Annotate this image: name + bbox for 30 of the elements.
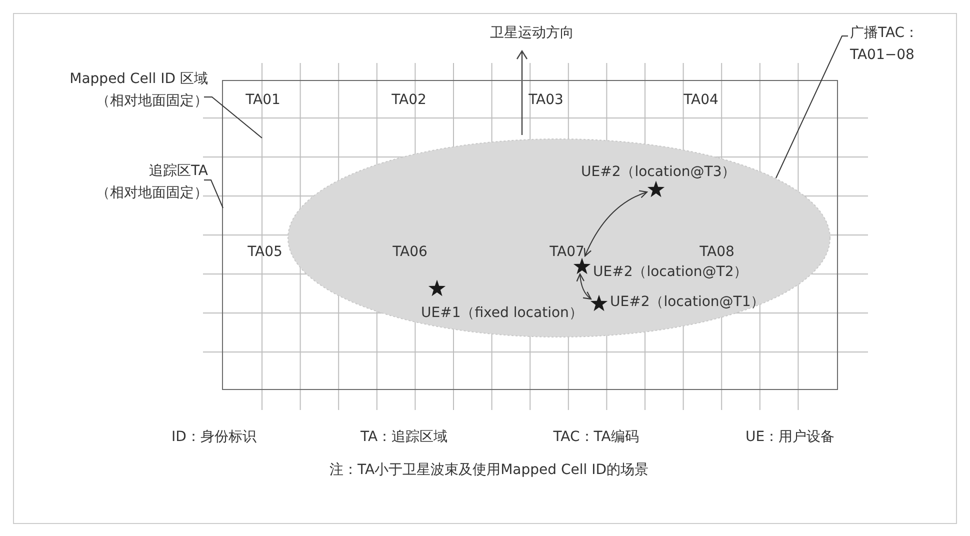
leader-line [204, 180, 224, 208]
area-label: TA03 [528, 91, 564, 109]
ue-label: UE#2（location@T1） [610, 293, 765, 311]
arrow [584, 190, 648, 257]
leader-line [776, 36, 848, 178]
area-label: TA02 [392, 91, 426, 109]
area-label: TA08 [700, 243, 734, 261]
ue-label: UE#2（location@T3） [581, 163, 736, 181]
leader-line [204, 96, 262, 138]
abbreviation-note: ID：身份标识 [172, 428, 256, 446]
abbreviation-note: TA：追踪区域 [360, 428, 448, 446]
callout-text: （相对地面固定） [96, 92, 208, 110]
callout-text: （相对地面固定） [96, 184, 208, 202]
abbreviation-note: TAC：TA编码 [553, 428, 639, 446]
ue-label: UE#1（fixed location） [421, 304, 583, 322]
arrow [576, 273, 592, 300]
footnote: 注：TA小于卫星波束及使用Mapped Cell ID的场景 [330, 461, 648, 479]
callout-text: 追踪区TA [148, 162, 208, 180]
direction-label: 卫星运动方向 [490, 24, 574, 42]
area-label: TA01 [246, 91, 280, 109]
area-label: TA07 [550, 243, 584, 261]
abbreviation-note: UE：用户设备 [745, 428, 835, 446]
callout-text: 广播TAC： [850, 24, 919, 42]
area-label: TA05 [248, 243, 282, 261]
area-label: TA06 [392, 243, 428, 261]
callout-text: Mapped Cell ID 区域 [70, 70, 208, 88]
tracking-area-frame [222, 80, 838, 390]
callout-text: TA01−08 [850, 46, 914, 64]
ue-label: UE#2（location@T2） [593, 263, 748, 281]
area-label: TA04 [684, 91, 718, 109]
